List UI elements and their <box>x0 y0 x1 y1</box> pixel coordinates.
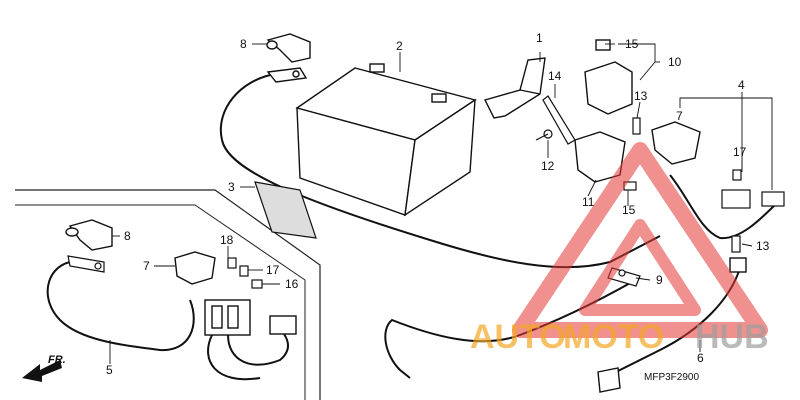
callout-16: 16 <box>285 277 299 291</box>
bolt-top <box>632 117 641 135</box>
starter-cable <box>46 261 195 352</box>
negative-cable-terminal <box>597 257 747 393</box>
callout-1: 1 <box>536 31 543 45</box>
watermark-wordmark: AUTO MOTO HUB <box>470 318 769 356</box>
callout-15-top: 15 <box>625 37 639 51</box>
lug-left <box>67 255 105 273</box>
callout-15-lower: 15 <box>622 203 636 217</box>
callout-3: 3 <box>228 180 235 194</box>
subassembly-frame <box>15 189 321 400</box>
terminal-lug-top <box>266 67 308 83</box>
callout-11: 11 <box>582 195 595 209</box>
battery-cable <box>219 73 661 269</box>
front-arrow-icon <box>22 360 62 382</box>
fuse-right <box>732 169 742 181</box>
callout-17-left: 17 <box>266 263 280 277</box>
callout-10: 10 <box>668 55 682 69</box>
watermark-moto: MOTO <box>563 318 664 356</box>
rubber-band <box>542 95 576 145</box>
callout-14: 14 <box>548 69 562 83</box>
callout-5: 5 <box>106 363 113 377</box>
drawing-code: MFP3F2900 <box>644 372 699 383</box>
terminal-cover-small <box>174 251 216 285</box>
screw <box>535 129 553 141</box>
terminal-cover-right <box>651 121 701 165</box>
terminal-cover-left <box>65 219 113 251</box>
watermark-logo <box>512 142 768 338</box>
callout-4: 4 <box>738 78 745 92</box>
fuse-box <box>204 299 297 336</box>
callout-13-top: 13 <box>634 89 648 103</box>
callout-18: 18 <box>220 233 234 247</box>
callout-7-right: 7 <box>676 109 683 123</box>
terminal-cover-top <box>266 33 311 63</box>
harness-connector <box>721 189 785 209</box>
sub-harness <box>669 174 781 240</box>
callout-13-right: 13 <box>756 239 770 253</box>
callout-12: 12 <box>541 159 555 173</box>
starter-relay <box>584 39 633 115</box>
fuse-harness <box>227 333 289 366</box>
relay-bracket <box>483 57 546 119</box>
watermark-hub: HUB <box>695 318 769 356</box>
watermark-auto: AUTO <box>470 318 566 356</box>
bolt-right <box>731 235 741 253</box>
front-label: FR. <box>48 354 66 366</box>
callout-17-right: 17 <box>733 145 747 159</box>
fuse-set <box>227 257 263 289</box>
callout-6: 6 <box>697 351 704 365</box>
callout-7-left: 7 <box>143 259 150 273</box>
callout-2: 2 <box>396 39 403 53</box>
battery <box>295 63 477 217</box>
fuse-harness-2 <box>207 334 261 381</box>
callout-9: 9 <box>656 273 663 287</box>
battery-pad <box>254 181 317 239</box>
subassembly-frame-inner <box>15 204 306 400</box>
callout-8-top: 8 <box>240 37 247 51</box>
leader-lines <box>109 43 773 364</box>
callout-8-left: 8 <box>124 229 131 243</box>
